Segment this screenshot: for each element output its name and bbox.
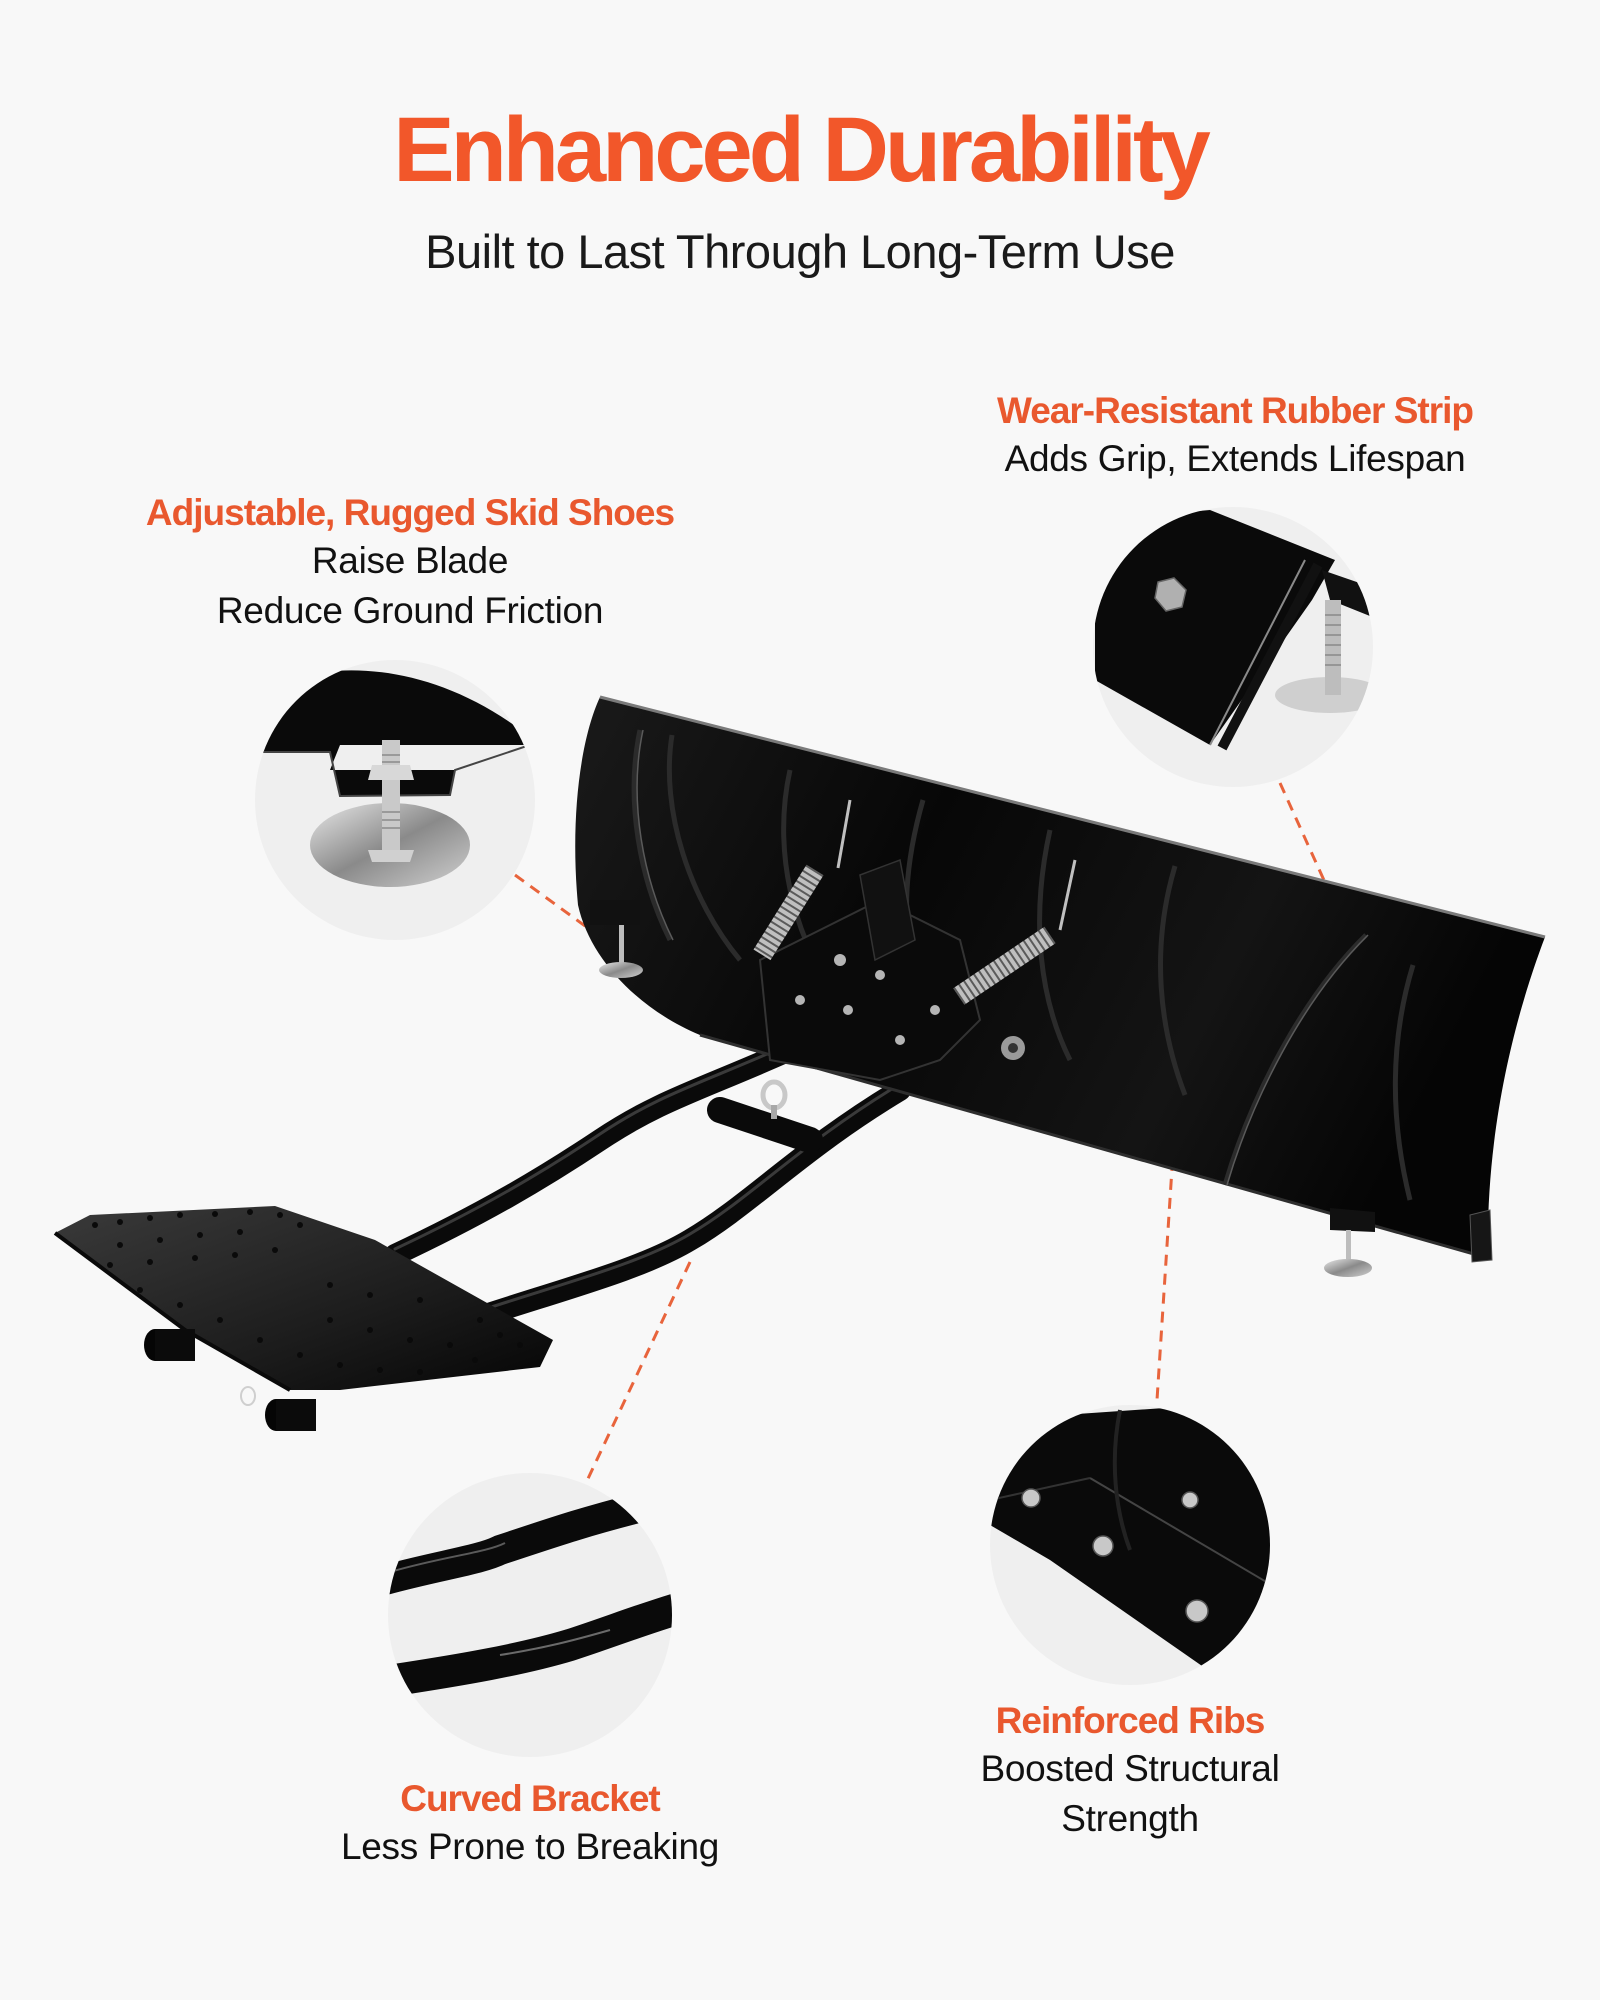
callout-heading: Reinforced Ribs xyxy=(995,1700,1266,1741)
page-title: Enhanced Durability xyxy=(393,99,1211,201)
callout-reinforced-ribs: Reinforced Ribs Boosted Structural Stren… xyxy=(900,1698,1360,1844)
leader-line-curved-bracket xyxy=(583,1261,692,1486)
callout-text: Strength xyxy=(1061,1798,1199,1840)
rubber-strip-closeup-circle xyxy=(1093,507,1373,787)
curved-bracket-closeup-circle xyxy=(388,1473,672,1757)
plow-blade xyxy=(575,695,1546,1263)
callout-text: Boosted Structural xyxy=(980,1748,1280,1790)
callout-rubber-strip: Wear-Resistant Rubber Strip Adds Grip, E… xyxy=(935,388,1535,484)
push-tube-frame xyxy=(384,1039,911,1331)
callout-text: Less Prone to Breaking xyxy=(340,1826,720,1868)
pivot-mount xyxy=(758,858,1025,1082)
eye-bolt xyxy=(760,1079,788,1119)
callout-curved-bracket: Curved Bracket Less Prone to Breaking xyxy=(280,1776,780,1872)
callout-skid-shoes: Adjustable, Rugged Skid Shoes Raise Blad… xyxy=(95,490,725,636)
leader-line-skid-shoes xyxy=(514,873,626,957)
callout-heading: Wear-Resistant Rubber Strip xyxy=(996,390,1474,431)
callout-text: Reduce Ground Friction xyxy=(216,590,604,632)
callout-text: Raise Blade xyxy=(311,540,509,582)
callout-text: Adds Grip, Extends Lifespan xyxy=(1004,438,1466,480)
skid-shoe-left xyxy=(590,900,643,978)
callout-heading: Adjustable, Rugged Skid Shoes xyxy=(145,492,675,533)
reinforced-ribs-closeup-circle xyxy=(990,1405,1270,1685)
callout-heading: Curved Bracket xyxy=(400,1778,661,1819)
spring-right xyxy=(953,859,1077,1005)
page-subtitle: Built to Last Through Long-Term Use xyxy=(425,225,1175,278)
skid-shoe-closeup-circle xyxy=(255,660,535,940)
mounting-plate xyxy=(53,1206,553,1431)
skid-shoe-right xyxy=(1324,1208,1375,1277)
spring-left xyxy=(753,799,852,961)
